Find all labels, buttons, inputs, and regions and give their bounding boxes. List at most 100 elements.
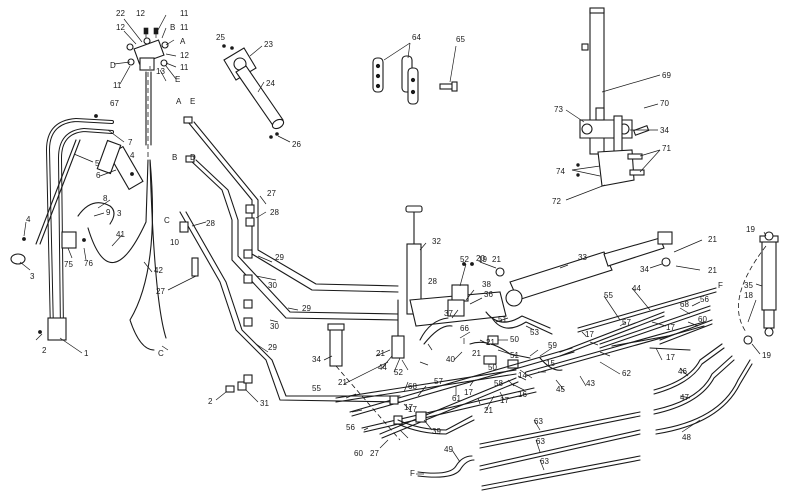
callout-55: 55	[604, 291, 613, 300]
bottom-pipe-set	[335, 287, 753, 491]
callout-74: 74	[556, 167, 565, 176]
callout-50: 50	[510, 335, 519, 344]
callout-7: 7	[128, 138, 133, 147]
callout-34: 34	[640, 265, 649, 274]
callout-24: 24	[266, 79, 275, 88]
callout-29: 29	[302, 304, 311, 313]
callout-21: 21	[486, 338, 495, 347]
callout-53: 53	[530, 328, 539, 337]
callout-21: 21	[472, 349, 481, 358]
callout-57: 57	[434, 377, 443, 386]
callout-50: 50	[488, 363, 497, 372]
label-C: C	[158, 349, 164, 358]
callout-43: 43	[586, 379, 595, 388]
callout-5: 5	[95, 159, 100, 168]
callout-21: 21	[708, 266, 717, 275]
callout-11: 11	[180, 63, 189, 72]
callout-44: 44	[378, 363, 387, 372]
post-assembly	[565, 7, 661, 201]
callout-17: 17	[500, 396, 509, 405]
label-F: F	[410, 469, 415, 478]
callout-61: 61	[452, 394, 461, 403]
clamp-blocks	[372, 42, 458, 105]
callout-68: 68	[680, 300, 689, 309]
callout-44: 44	[632, 284, 641, 293]
callout-27: 27	[267, 189, 276, 198]
callout-51: 51	[510, 351, 519, 360]
label-D: D	[110, 61, 116, 70]
callout-72: 72	[552, 197, 561, 206]
callout-13: 13	[156, 67, 165, 76]
callout-31: 31	[260, 399, 269, 408]
callout-25: 25	[216, 33, 225, 42]
callout-63: 63	[534, 417, 543, 426]
callout-32: 32	[432, 237, 441, 246]
callout-70: 70	[660, 99, 669, 108]
callout-19: 19	[762, 351, 771, 360]
callout-47: 47	[680, 393, 689, 402]
valve-block-assembly	[113, 14, 177, 160]
callout-17: 17	[404, 403, 413, 412]
callout-30: 30	[268, 281, 277, 290]
callout-1: 1	[84, 349, 89, 358]
callout-28: 28	[206, 219, 215, 228]
callout-64: 64	[412, 33, 421, 42]
callout-34: 34	[660, 126, 669, 135]
callout-48: 48	[682, 433, 691, 442]
callout-30: 30	[270, 322, 279, 331]
callout-15: 15	[546, 359, 555, 368]
callout-51: 51	[498, 315, 507, 324]
callout-11: 11	[180, 23, 189, 32]
callout-55: 55	[312, 384, 321, 393]
callout-75: 75	[64, 260, 73, 269]
callout-12: 12	[136, 9, 145, 18]
label-A: A	[180, 37, 186, 46]
label-E: E	[190, 97, 195, 106]
label-A: A	[176, 97, 182, 106]
callout-17: 17	[585, 330, 594, 339]
callout-17: 17	[666, 323, 675, 332]
callout-37: 37	[444, 309, 453, 318]
label-D: D	[190, 153, 196, 162]
callout-2: 2	[42, 346, 47, 355]
callout-4: 4	[26, 215, 31, 224]
callout-39: 39	[432, 427, 441, 436]
callout-21: 21	[492, 255, 501, 264]
mount-plate-assembly	[222, 44, 291, 143]
callout-21: 21	[376, 349, 385, 358]
callout-65: 65	[456, 35, 465, 44]
callout-19: 19	[478, 255, 487, 264]
callout-73: 73	[554, 105, 563, 114]
callout-14: 14	[518, 371, 527, 380]
callout-56: 56	[700, 295, 709, 304]
callout-26: 26	[292, 140, 301, 149]
callout-56: 56	[346, 423, 355, 432]
callout-60: 60	[698, 315, 707, 324]
callout-29: 29	[268, 343, 277, 352]
callout-9: 9	[106, 208, 111, 217]
callout-62: 62	[622, 369, 631, 378]
right-cylinder-assembly	[738, 231, 779, 355]
callout-27: 27	[156, 287, 165, 296]
hose-routing	[149, 116, 401, 403]
callout-33: 33	[578, 253, 587, 262]
callout-21: 21	[708, 235, 717, 244]
callout-22: 22	[116, 9, 125, 18]
callout-17: 17	[666, 353, 675, 362]
callout-20: 20	[476, 254, 485, 263]
callout-labels: 22 12 11 12 B 11 A 12 D 13 11 E 11 25 23…	[26, 9, 771, 478]
callout-71: 71	[662, 144, 671, 153]
callout-59: 59	[548, 341, 557, 350]
callout-52: 52	[460, 255, 469, 264]
callout-68: 68	[408, 382, 417, 391]
callout-3: 3	[117, 209, 122, 218]
label-F: F	[718, 281, 723, 290]
callout-28: 28	[270, 208, 279, 217]
callout-38: 38	[482, 280, 491, 289]
callout-11: 11	[180, 9, 189, 18]
label-E: E	[175, 75, 180, 84]
callout-34: 34	[312, 355, 321, 364]
callout-63: 63	[540, 457, 549, 466]
callout-42: 42	[154, 266, 163, 275]
